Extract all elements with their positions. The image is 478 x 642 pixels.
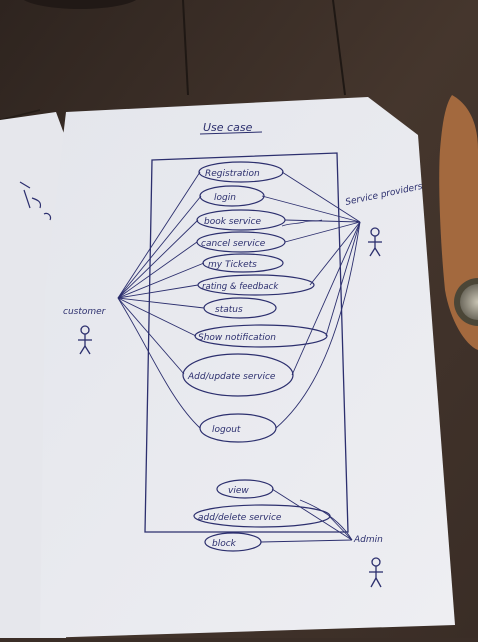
label-view: view [228,486,249,496]
label-book-service: book service [204,217,261,227]
use-case-registration [198,161,284,183]
label-add-delete-service: add/delete service [198,513,282,523]
customer-associations [117,171,205,429]
admin-actor [369,557,383,588]
service-provider-actor [368,227,382,257]
use-case-view [216,479,274,499]
dark-object-top [23,0,137,9]
diagram-title: Use case [203,121,253,134]
label-block: block [212,539,237,549]
use-case-login [199,185,265,207]
use-case-labels: Registration login book service cancel s… [187,169,282,549]
label-cancel-service: cancel service [201,239,266,249]
service-provider-associations [261,171,361,429]
paper-sheet [40,97,455,638]
actor-admin-label: Admin [353,535,383,545]
use-case-add-update-service [182,353,294,397]
actor-customer-label: customer [63,307,107,317]
label-my-tickets: my Tickets [208,260,257,270]
side-sheet-scribble [19,181,52,221]
label-logout: logout [212,425,241,435]
system-boundary [144,152,349,533]
label-rating-feedback: rating & feedback [202,282,279,292]
admin-associations [260,488,353,543]
label-status: status [215,305,243,315]
label-add-update-service: Add/update service [187,372,276,382]
label-registration: Registration [205,169,260,179]
label-login: login [214,193,236,203]
customer-actor [78,325,92,355]
label-show-notification: Show notification [198,333,276,343]
